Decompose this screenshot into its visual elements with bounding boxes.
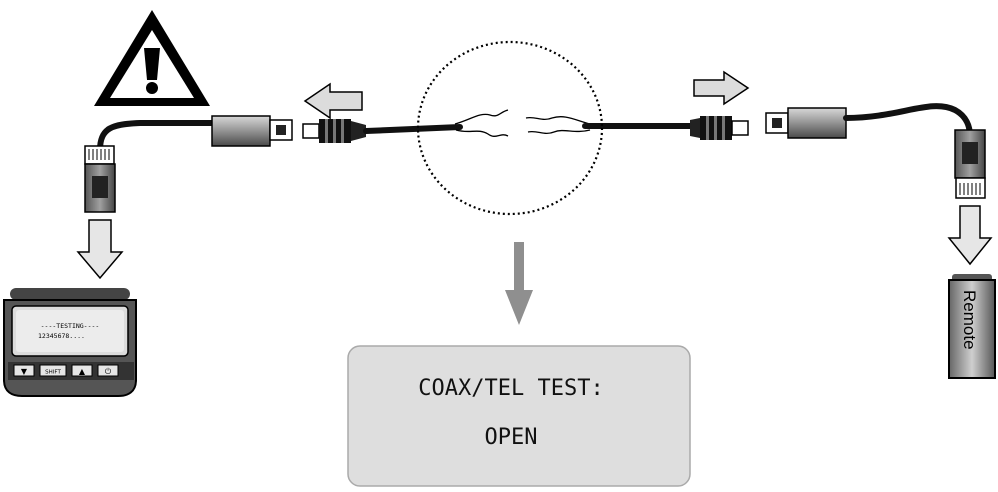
tester-up-button[interactable] (71, 364, 93, 377)
broken-cable-ends (454, 109, 591, 137)
right-cable (843, 103, 973, 139)
tester-power-button[interactable] (97, 364, 119, 377)
tester-button-shift: SHIFT (45, 370, 61, 376)
right-arrow-icon (693, 70, 750, 106)
tester-down-button[interactable] (13, 364, 35, 377)
left-cable (97, 120, 215, 153)
result-panel: COAX/TEL TEST: OPEN (347, 345, 691, 487)
result-line1: COAX/TEL TEST: (418, 376, 603, 401)
break-highlight-circle (416, 40, 604, 216)
right-rj-plug (954, 129, 986, 199)
down-arrow-icon (947, 205, 993, 266)
left-adapter (211, 115, 293, 147)
tester-button-down: ▼ (21, 367, 28, 376)
left-arrow-icon (303, 82, 363, 120)
remote-label: Remote (960, 290, 979, 350)
down-arrow-icon (76, 219, 124, 280)
tester-button-up: ▲ (79, 367, 86, 376)
left-f-connector (302, 119, 366, 143)
tester-shift-button[interactable] (39, 364, 67, 377)
right-f-connector (690, 116, 749, 140)
right-adapter (765, 107, 847, 139)
left-rj-plug (84, 145, 116, 213)
remote-device: Remote (948, 274, 996, 379)
tester-button-power: ⏻ (105, 367, 112, 376)
tester-device: ----TESTING---- 12345678.... ▼ SHIFT ▲ ⏻ (3, 288, 137, 397)
tester-screen-line1: ----TESTING---- (41, 322, 100, 330)
coax-cable-left (363, 124, 463, 134)
tester-screen-line2: 12345678.... (38, 332, 85, 340)
warning-icon (94, 10, 210, 106)
result-line2: OPEN (485, 425, 538, 450)
down-arrow-icon (505, 242, 533, 325)
